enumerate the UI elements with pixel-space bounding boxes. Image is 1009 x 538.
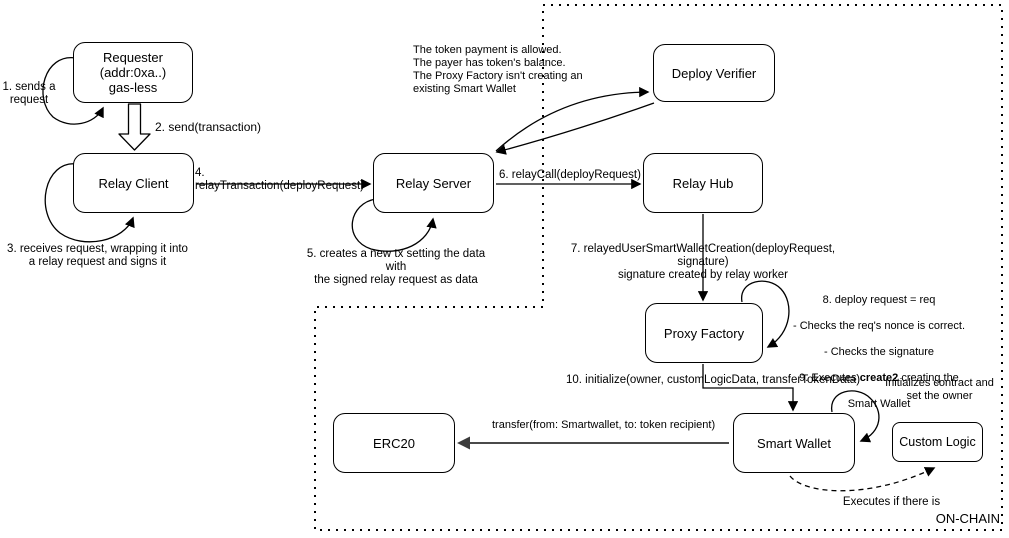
node-deploy-verifier: Deploy Verifier [653,44,775,102]
node-relay-hub: Relay Hub [643,153,763,213]
label-step6: 6. relayCall(deployRequest) [499,169,641,181]
label-step8-line3: - Checks the signature [823,346,935,358]
label-step8-line2: - Checks the req's nonce is correct. [792,320,966,332]
label-executes-note: Executes if there is [842,496,941,508]
label-step8-9: 8. deploy request = req - Checks the req… [781,281,977,424]
label-verifier-note: The token payment is allowed. The payer … [413,44,583,95]
label-step1: 1. sends a request [2,81,56,106]
label-step9-line1: 9. Executes create2 creating the [799,372,959,384]
node-proxy-factory: Proxy Factory [645,303,763,363]
label-step5: 5. creates a new tx setting the data wit… [306,248,486,286]
label-step2: 2. send(transaction) [155,120,262,134]
node-requester: Requester (addr:0xa..) gas-less [73,42,193,103]
label-onchain: ON-CHAIN [935,511,1000,526]
self-loop-relay-client [44,163,135,243]
arrow-send-transaction [118,103,151,151]
self-loop-relay-server [351,198,437,252]
node-custom-logic: Custom Logic [892,422,983,462]
onchain-boundary [314,4,1003,531]
label-step8-line1: 8. deploy request = req [822,294,936,306]
label-step4: 4. relayTransaction(deployRequest) [195,167,364,192]
node-relay-server: Relay Server [373,153,494,213]
node-smart-wallet: Smart Wallet [733,413,855,473]
label-step3: 3. receives request, wrapping it into a … [7,243,188,268]
arrow-to-deploy-verifier [495,86,650,152]
label-step9-line2: Smart Wallet [847,398,911,410]
arrow-initialize [702,364,799,412]
self-loop-requester [42,57,104,125]
arrow-executes-custom-logic [789,467,936,492]
label-step10: 10. initialize(owner, customLogicData, t… [566,374,861,386]
node-erc20: ERC20 [333,413,455,473]
self-loop-smart-wallet [831,390,880,443]
arrow-from-deploy-verifier [495,102,655,155]
label-transfer: transfer(from: Smartwallet, to: token re… [492,419,716,431]
node-relay-client: Relay Client [73,153,194,213]
label-initializes-note: Initializes contract and set the owner [885,377,994,402]
label-step7: 7. relayedUserSmartWalletCreation(deploy… [570,243,836,281]
self-loop-proxy-factory [741,280,790,348]
